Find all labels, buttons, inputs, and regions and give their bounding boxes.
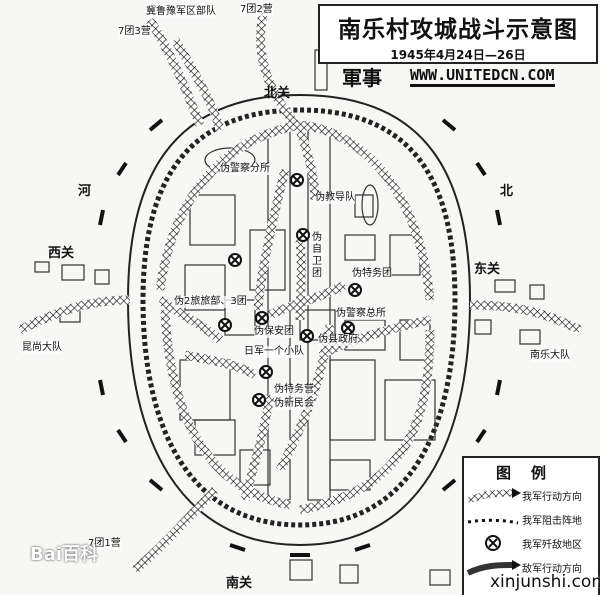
enemy-japanese: 日军一个小队 xyxy=(244,346,304,358)
city-wall xyxy=(140,107,458,528)
enemy-xinmin: 伪新民会 xyxy=(274,398,314,410)
legend-item: 我军歼敌地区 xyxy=(464,531,598,555)
enemy-county-gov: 伪县政府 xyxy=(318,334,358,346)
moat-outer xyxy=(126,93,472,547)
arrow-west xyxy=(17,295,131,335)
map-title: 南乐村攻城战斗示意图 xyxy=(338,16,578,43)
unit-r7b2: 7团2营 xyxy=(240,4,273,16)
watermark-xinjunshi: xinjunshi.com xyxy=(490,572,600,592)
unit-r7b1: 7团1营 xyxy=(88,538,121,550)
enemy-special-bat: 伪特务营 xyxy=(274,384,314,396)
unit-r7b3: 7团3营 xyxy=(118,26,151,38)
friendly-arrow-icon xyxy=(466,488,521,505)
arrow-jiluyu xyxy=(171,37,225,132)
legend-item: 我军行动方向 xyxy=(464,483,598,507)
enemy-security: 伪保安团 xyxy=(254,326,294,338)
label-west-gate: 西关 xyxy=(48,246,75,261)
enemy-arrow-icon xyxy=(466,560,521,576)
legend-label: 敌军行动方向 xyxy=(522,563,582,575)
enemy-self-defense: 伪自卫团 xyxy=(312,232,323,280)
label-north-gate: 北关 xyxy=(264,86,291,101)
enemy-police-hq: 伪警察总所 xyxy=(336,308,386,320)
map-date: 1945年4月24日—26日 xyxy=(390,48,526,62)
annihilation-icon xyxy=(485,535,501,551)
annihilation-markers xyxy=(218,173,362,407)
friendly-arrows xyxy=(17,3,583,574)
title-box: 南乐村攻城战斗示意图 1945年4月24日—26日 xyxy=(318,4,598,64)
unit-nanle: 南乐大队 xyxy=(530,350,570,362)
enemy-brigade2: 伪2旅旅部、3团 xyxy=(174,296,247,308)
watermark-baidu: Bai百科 xyxy=(30,544,99,565)
legend-item: 敌军行动方向 xyxy=(464,555,598,579)
label-east-gate: 东关 xyxy=(474,262,501,277)
blocking-position-icon xyxy=(467,518,519,525)
legend-label: 我军阻击阵地 xyxy=(522,515,582,527)
legend-item: 我军阻击阵地 xyxy=(464,507,598,531)
unit-kunshang: 昆尚大队 xyxy=(22,342,62,354)
enemy-special-reg: 伪特务团 xyxy=(352,268,392,280)
label-north: 北 xyxy=(500,184,514,199)
arrow-r7b3 xyxy=(146,17,205,127)
legend-title: 图例 xyxy=(495,464,566,482)
unit-jiluyu: 冀鲁豫军区部队 xyxy=(146,6,216,18)
enemy-police-branch: 伪警察分所 xyxy=(220,163,270,175)
blocking-positions xyxy=(98,118,502,557)
brand-url: WWW.UNITEDCN.COM xyxy=(410,66,555,87)
legend: 图例 我军行动方向 我军阻击阵地 我军歼敌地区 敌军行动方向 xyxy=(462,456,600,595)
legend-label: 我军歼敌地区 xyxy=(522,539,582,551)
arrow-east xyxy=(469,300,583,335)
enemy-training: 伪教导队 xyxy=(315,192,355,204)
legend-label: 我军行动方向 xyxy=(522,491,582,503)
brand-logo: 軍事 xyxy=(342,66,382,90)
label-river: 河 xyxy=(78,184,92,199)
arrow-r7b1 xyxy=(132,486,219,574)
label-south-gate: 南关 xyxy=(226,576,253,591)
